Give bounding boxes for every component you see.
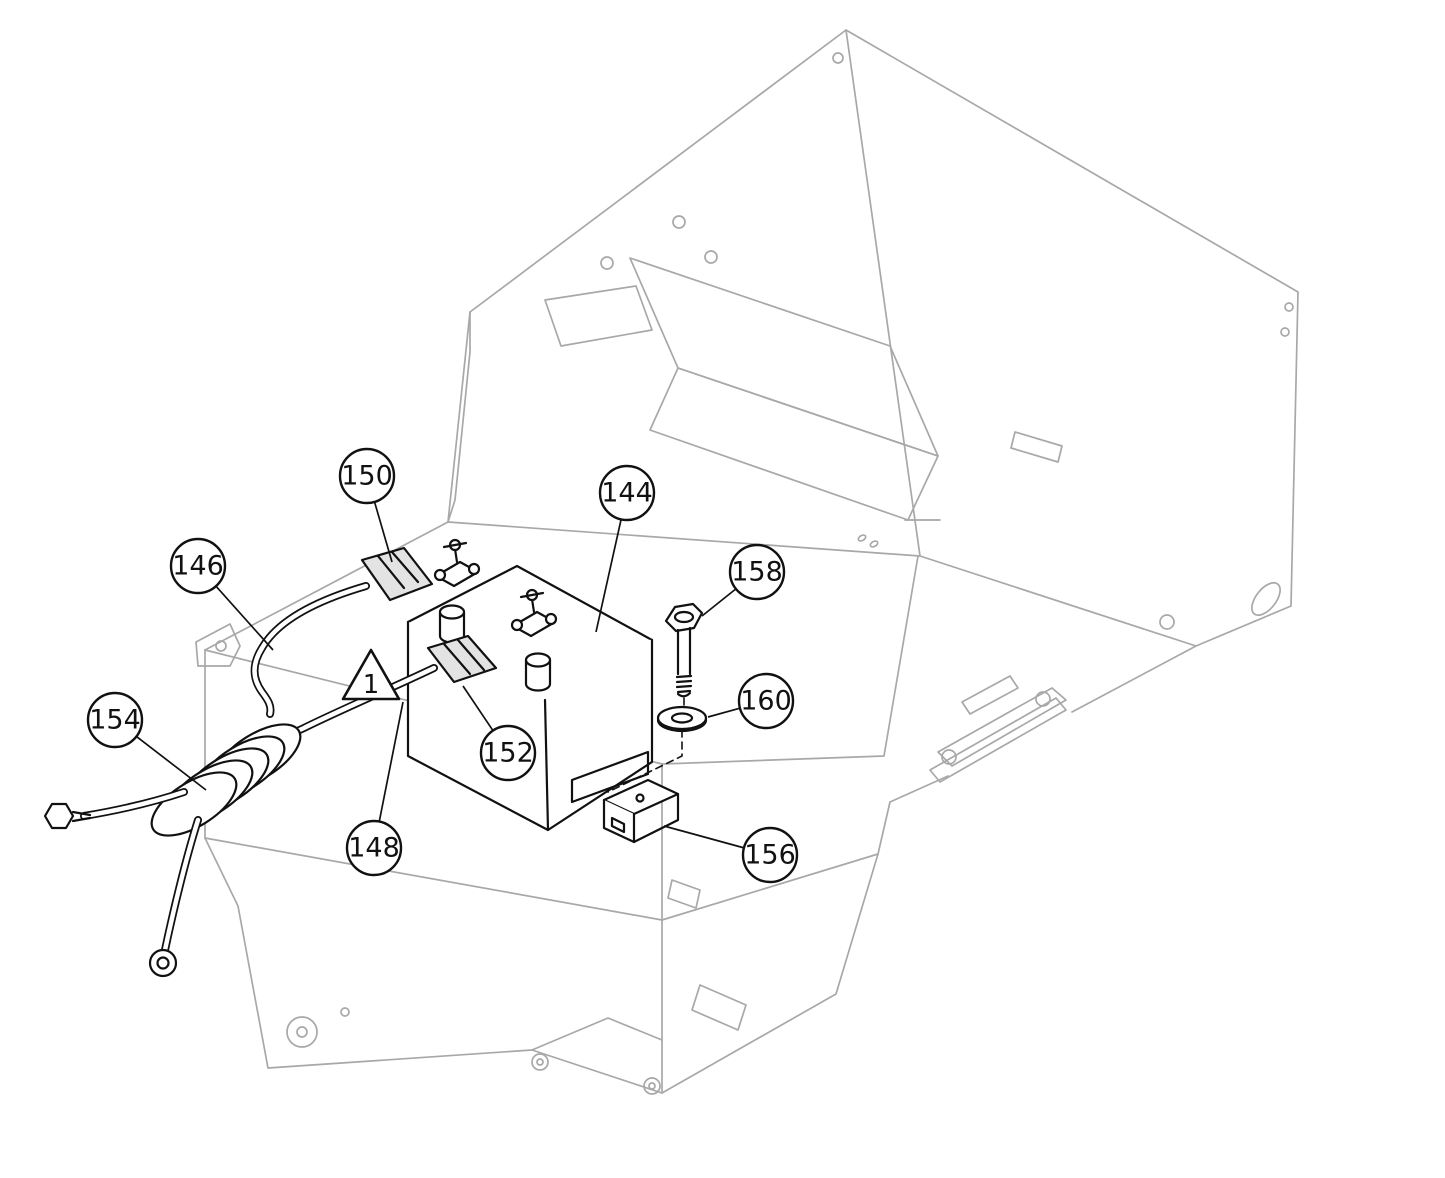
callout-leader-160 bbox=[707, 707, 741, 718]
callout-balloon-150 bbox=[338, 447, 396, 505]
chassis-frame bbox=[195, 29, 1299, 1095]
callout-leader-150 bbox=[373, 501, 393, 563]
callout-leader-148 bbox=[378, 701, 404, 822]
callout-leader-154 bbox=[135, 735, 207, 791]
battery-bracket bbox=[602, 778, 680, 844]
callout-label-146: 146 bbox=[172, 551, 224, 582]
cable-coil-wrap bbox=[150, 723, 302, 837]
battery-cable-clamp-negative bbox=[426, 588, 558, 684]
callout-leader-152 bbox=[462, 685, 494, 732]
callout-balloon-156 bbox=[741, 826, 799, 884]
callout-balloon-144 bbox=[598, 464, 656, 522]
callout-label-150: 150 bbox=[341, 461, 393, 492]
battery-terminal-posts bbox=[438, 604, 552, 692]
callout-label-144: 144 bbox=[601, 478, 653, 509]
flat-washer bbox=[656, 705, 708, 733]
callout-label-156: 156 bbox=[744, 840, 796, 871]
callout-balloon-148 bbox=[345, 819, 403, 877]
callout-leader-158 bbox=[701, 588, 737, 617]
callout-label-160: 160 bbox=[740, 686, 792, 717]
warning-triangle bbox=[341, 648, 401, 701]
parts bbox=[43, 538, 708, 978]
callouts: 150 146 144 158 160 154 152 148 156 bbox=[86, 447, 799, 884]
callout-balloon-152 bbox=[479, 724, 537, 782]
callout-leader-144 bbox=[595, 519, 622, 633]
callout-label-148: 148 bbox=[348, 833, 400, 864]
callout-leader-146 bbox=[215, 585, 274, 651]
hex-terminal bbox=[43, 802, 75, 830]
cable-tails bbox=[43, 788, 202, 978]
ring-terminal bbox=[148, 948, 178, 978]
callout-leader-156 bbox=[663, 825, 745, 849]
mounting-bolt bbox=[664, 602, 704, 698]
alignment-dashed-lines bbox=[607, 697, 685, 793]
callout-balloon-158 bbox=[728, 543, 786, 601]
callout-balloon-146 bbox=[169, 537, 227, 595]
callout-balloon-154 bbox=[86, 691, 144, 749]
callout-balloon-160 bbox=[737, 672, 795, 730]
cable-boot bbox=[426, 634, 498, 684]
battery-cable-clamp-positive bbox=[360, 538, 481, 602]
side-mount-bars bbox=[929, 675, 1067, 783]
battery bbox=[406, 564, 654, 832]
cable-boot bbox=[360, 546, 434, 602]
callout-label-154: 154 bbox=[89, 705, 141, 736]
callout-label-158: 158 bbox=[731, 557, 783, 588]
warning-marker: 1 bbox=[363, 670, 380, 700]
callout-label-152: 152 bbox=[482, 738, 534, 769]
